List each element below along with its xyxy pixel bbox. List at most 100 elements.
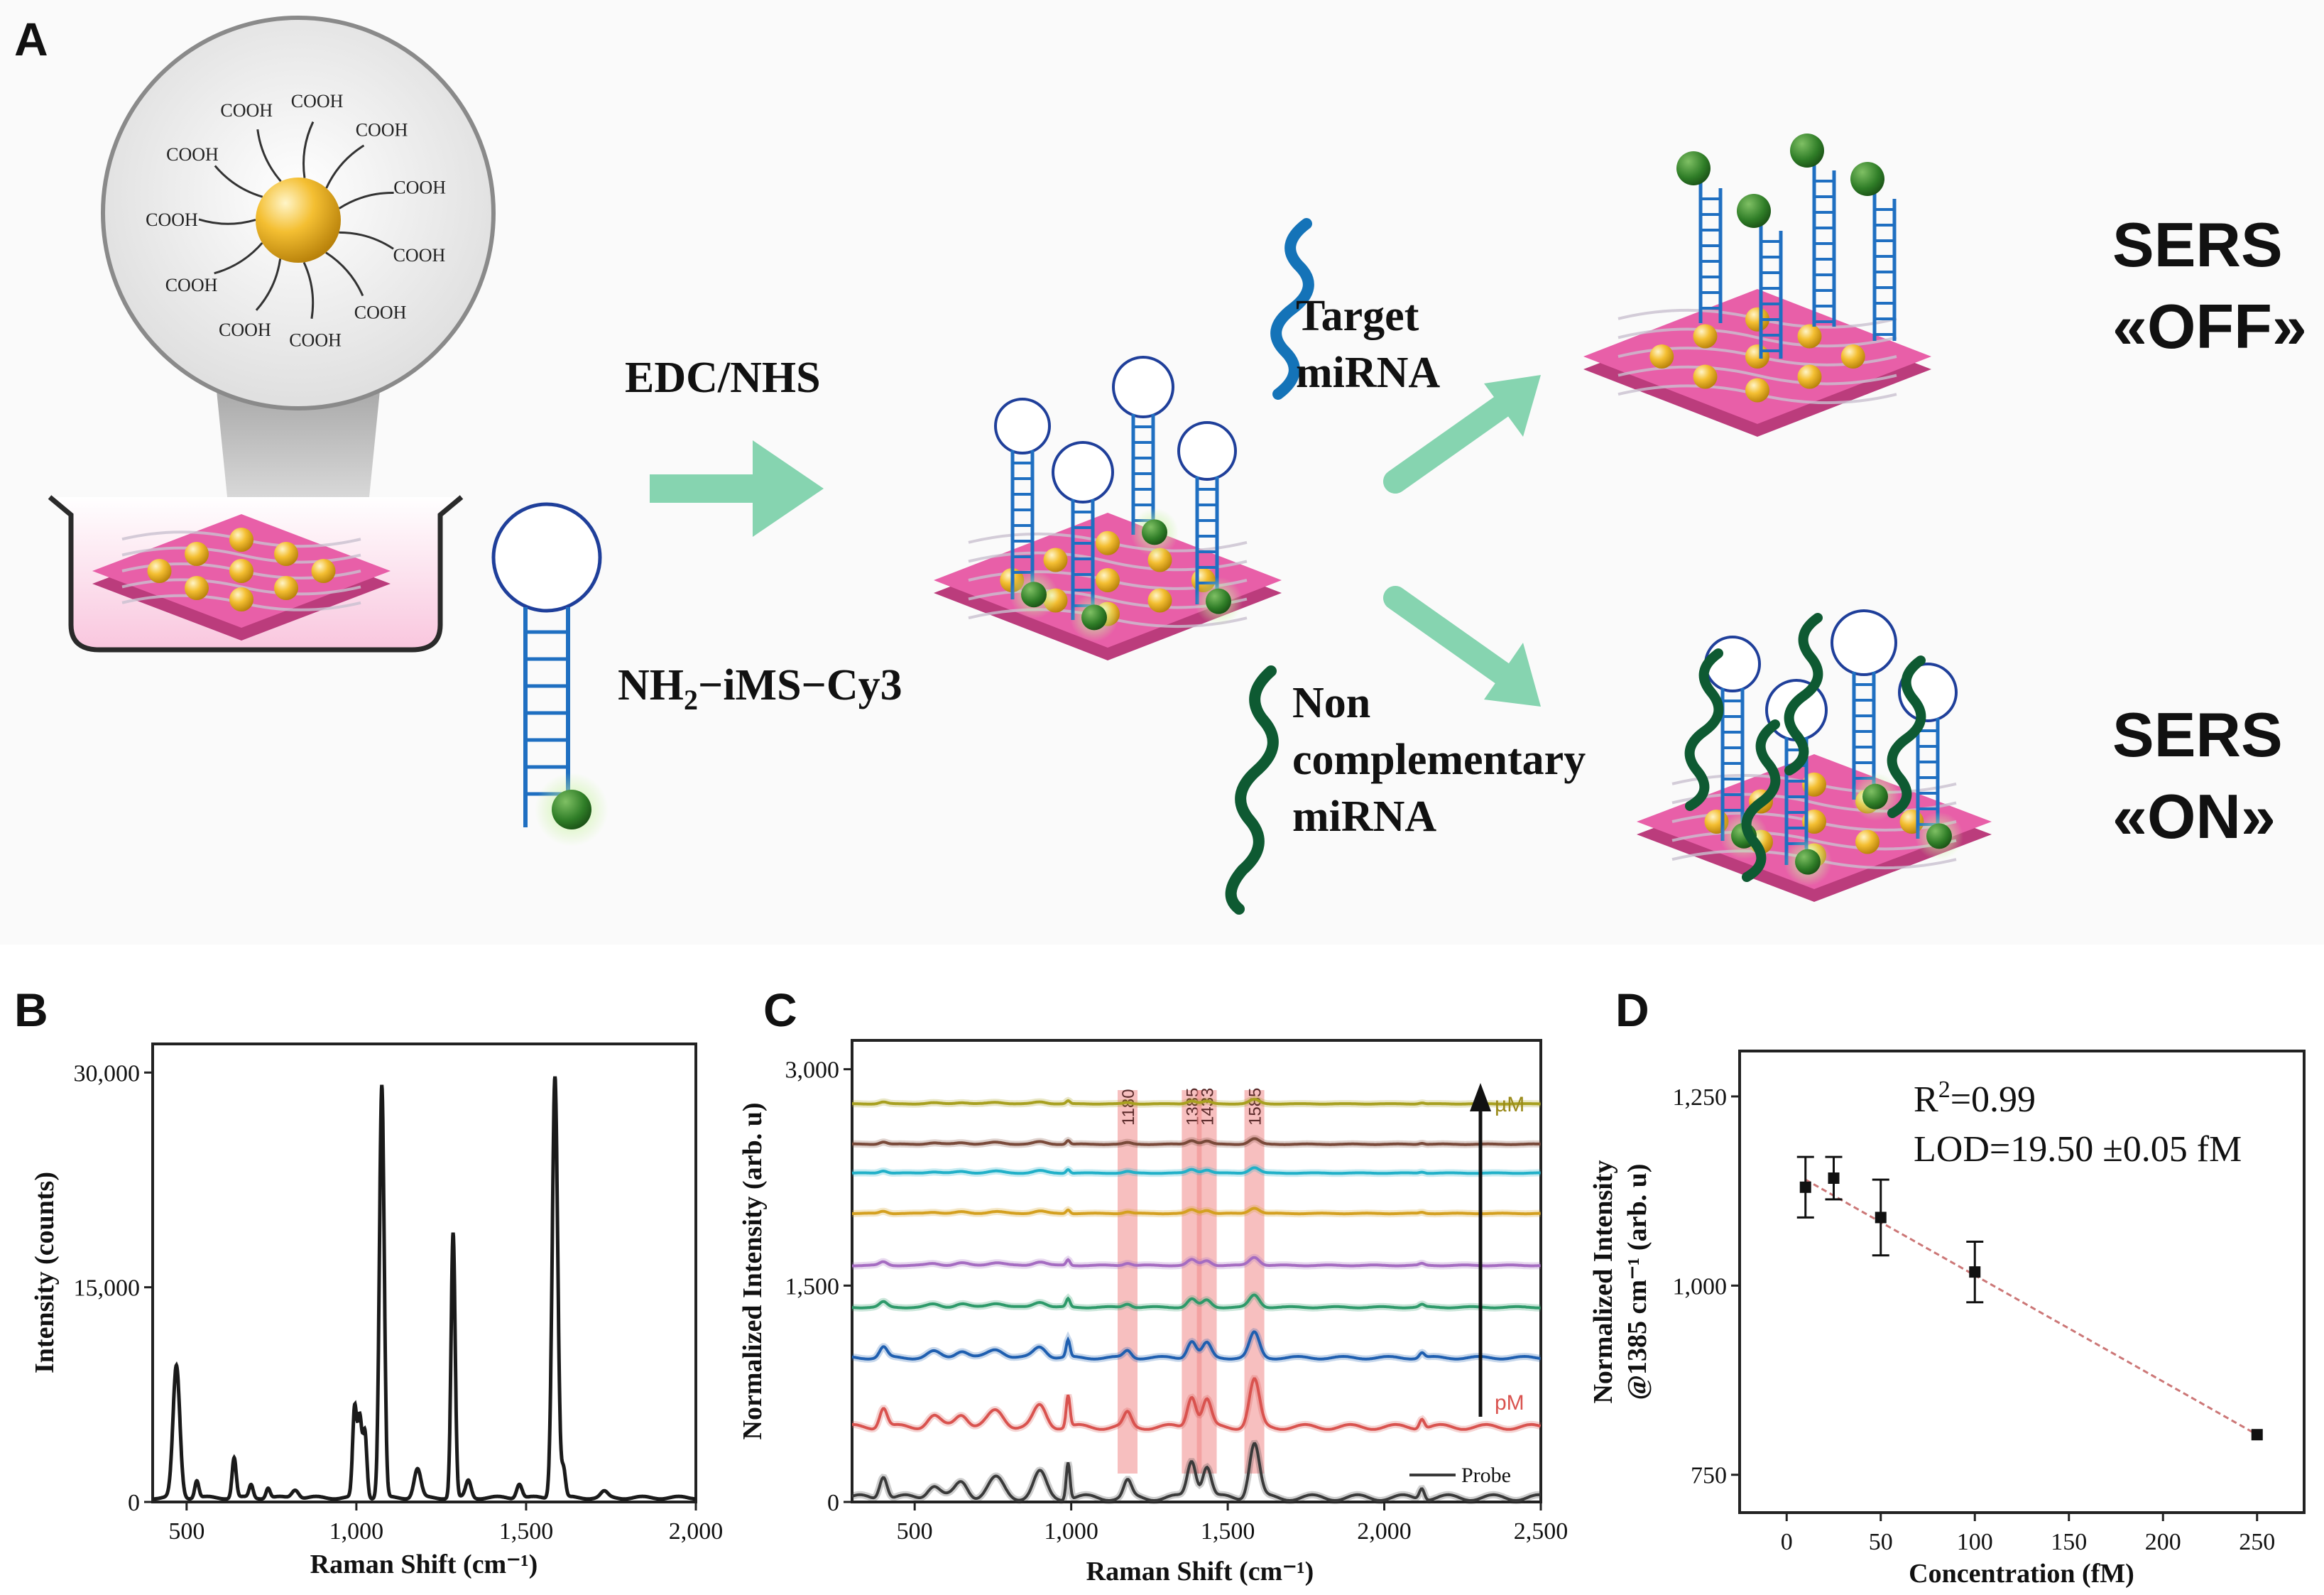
arrow-bottom-label: pM: [1495, 1391, 1524, 1415]
band-label: 1433: [1199, 1088, 1218, 1126]
functionalized-chip: [934, 356, 1282, 660]
ligand-chain: [214, 165, 263, 198]
target-label-2: miRNA: [1296, 349, 1440, 397]
series-line: [852, 1256, 1541, 1268]
cooh-label: COOH: [289, 330, 342, 350]
sers-off-state: «OFF»: [2112, 291, 2307, 361]
sers-on-state: «ON»: [2112, 781, 2276, 851]
chart-c-frame: [851, 1039, 1542, 1503]
y-tick-label: 750: [1691, 1463, 1727, 1489]
gold-nanoparticle: [1745, 344, 1769, 369]
hairpin-loop: [1177, 421, 1237, 481]
chart-d-points: [1796, 1155, 2263, 1441]
noncomp-label-2: complementary: [1292, 736, 1586, 784]
chart-c-series: [851, 1095, 1542, 1505]
noncomplementary-strand: [1784, 613, 1823, 775]
gold-nanoparticle: [256, 178, 341, 263]
hairpin-loop: [1052, 441, 1114, 503]
data-point: [2251, 1429, 2263, 1441]
ligand-chain: [198, 218, 256, 225]
gold-nanoparticle: [1096, 568, 1120, 592]
cy3-dye: [1206, 588, 1231, 614]
y-tick-label: 1,000: [1673, 1273, 1728, 1300]
gold-nanoparticle: [1745, 307, 1769, 332]
cooh-label: COOH: [219, 320, 271, 340]
cooh-label: COOH: [146, 209, 198, 230]
noncomplementary-strand: [1684, 648, 1724, 811]
series-line: [851, 1293, 1541, 1310]
lod-annotation: LOD=19.50 ±0.05 fM: [1914, 1129, 2242, 1170]
r2-annotation: R2=0.99: [1914, 1077, 2036, 1120]
data-point: [1969, 1266, 1981, 1278]
chart-d-fit-line: [1805, 1178, 2258, 1436]
x-tick-label: 1,000: [329, 1518, 384, 1545]
x-tick-label: 1,000: [1044, 1518, 1098, 1545]
ligand-chain: [214, 242, 263, 275]
series-line: [851, 1442, 1541, 1503]
cy3-dye: [1676, 151, 1711, 185]
chart-b-spectrum: [153, 1076, 696, 1501]
concentration-arrowhead: [1470, 1083, 1491, 1111]
x-tick-label: 500: [168, 1518, 204, 1545]
band-label: 1180: [1119, 1089, 1138, 1126]
highlight-band: [1118, 1090, 1138, 1474]
highlight-band: [1196, 1090, 1217, 1474]
gold-nanoparticle: [1693, 364, 1718, 389]
cooh-label: COOH: [220, 100, 273, 121]
cooh-label: COOH: [291, 91, 344, 111]
noncomp-label-3: miRNA: [1292, 793, 1436, 841]
y-tick-label: 3,000: [785, 1057, 840, 1084]
magnifier: COOHCOOHCOOHCOOHCOOHCOOHCOOHCOOHCOOHCOOH…: [101, 16, 496, 497]
beaker-substrate: [92, 514, 391, 641]
arrow-top-label: µM: [1495, 1093, 1524, 1116]
gold-nanoparticle: [1649, 344, 1674, 369]
x-tick-label: 150: [2051, 1529, 2087, 1555]
y-tick-label: 0: [827, 1490, 839, 1516]
gold-nanoparticle: [185, 576, 209, 600]
x-tick-label: 100: [1957, 1529, 1993, 1555]
arrow-to-on: [1383, 586, 1541, 707]
chart-c-xlabel: Raman Shift (cm⁻¹): [1086, 1557, 1314, 1586]
cy3-dye: [1926, 823, 1952, 849]
ligand-chain: [338, 192, 394, 209]
gold-nanoparticle: [311, 559, 336, 583]
gold-nanoparticle: [229, 559, 253, 583]
chart-b-frame: [151, 1043, 697, 1503]
cy3-dye: [552, 790, 591, 829]
hairpin-loop: [1831, 609, 1897, 676]
cy3-dye: [1850, 162, 1884, 196]
target-mirna-strand: [1270, 218, 1314, 400]
sers-on-title: SERS: [2112, 699, 2283, 770]
noncomp-label-1: Non: [1292, 679, 1370, 727]
cooh-label: COOH: [354, 302, 407, 322]
series-line: [851, 1330, 1541, 1361]
sers-off-chip: [1583, 134, 1931, 437]
hairpin-probe: [491, 502, 609, 847]
reagent-arrow: [650, 440, 824, 537]
noncomplementary-mirna-strand: [1225, 665, 1279, 915]
gold-nanoparticle: [229, 587, 253, 611]
x-tick-label: 1,500: [499, 1518, 554, 1545]
gold-nanoparticle: [185, 542, 209, 566]
gold-nanoparticle: [1745, 378, 1769, 403]
y-tick-label: 0: [128, 1490, 140, 1516]
x-tick-label: 200: [2145, 1529, 2181, 1555]
gold-nanoparticle: [1096, 530, 1120, 555]
gold-nanoparticle: [1797, 364, 1822, 389]
data-point: [1828, 1172, 1840, 1185]
gold-nanoparticle: [1147, 588, 1172, 613]
gold-nanoparticle: [1043, 548, 1068, 572]
probe-label: NH2−iMS−Cy3: [618, 661, 902, 716]
gold-nanoparticle: [274, 542, 298, 566]
cy3-dye: [1795, 849, 1821, 875]
cooh-label: COOH: [393, 177, 446, 197]
hairpin-loop: [994, 398, 1051, 454]
panel-a: A COOHCOOHCOOHCOOHCOOHCOOHCOOHCOOHCOOHCO…: [14, 13, 2307, 915]
cy3-dye: [1081, 604, 1107, 631]
cooh-label: COOH: [166, 144, 219, 165]
